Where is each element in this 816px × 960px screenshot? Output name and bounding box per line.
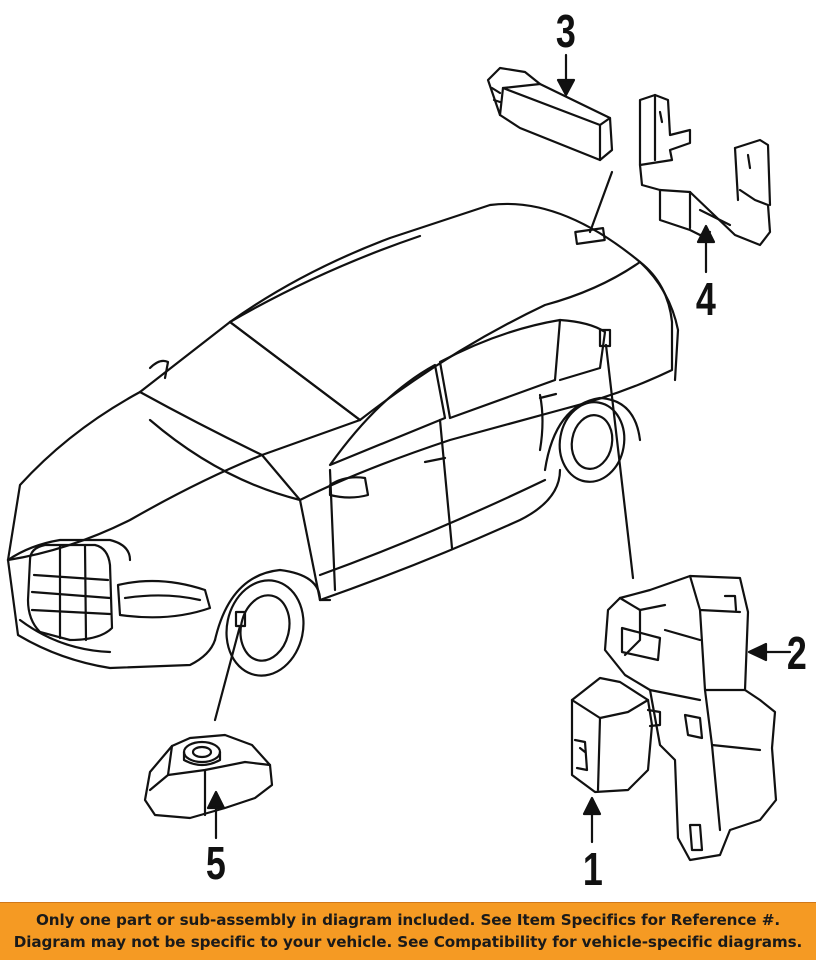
callout-number-4: 4 [695, 273, 716, 325]
callout-arrow-4 [696, 224, 716, 274]
disclaimer-line-1: Only one part or sub-assembly in diagram… [36, 911, 780, 929]
car-outline-drawing [6, 202, 680, 677]
callout-number-3: 3 [555, 5, 576, 57]
parts-diagram [6, 53, 792, 862]
mounting-bracket [603, 574, 778, 862]
control-module [570, 676, 662, 794]
callout-number-1: 1 [582, 843, 603, 895]
bracket-assembly [638, 93, 772, 247]
callout-arrow-2 [747, 642, 792, 662]
disclaimer-banner: Only one part or sub-assembly in diagram… [0, 902, 816, 960]
callout-arrow-1 [582, 796, 602, 844]
callout-number-2: 2 [786, 627, 807, 679]
callout-number-5: 5 [205, 837, 226, 889]
leader-line-2 [604, 343, 635, 580]
leader-line-5 [213, 624, 242, 722]
disclaimer-line-2: Diagram may not be specific to your vehi… [13, 933, 803, 951]
leader-line-3 [588, 170, 614, 234]
callout-arrow-3 [556, 53, 576, 97]
tire-pressure-sensor [143, 733, 274, 820]
callout-arrow-5 [206, 790, 226, 840]
antenna-module [486, 66, 614, 162]
